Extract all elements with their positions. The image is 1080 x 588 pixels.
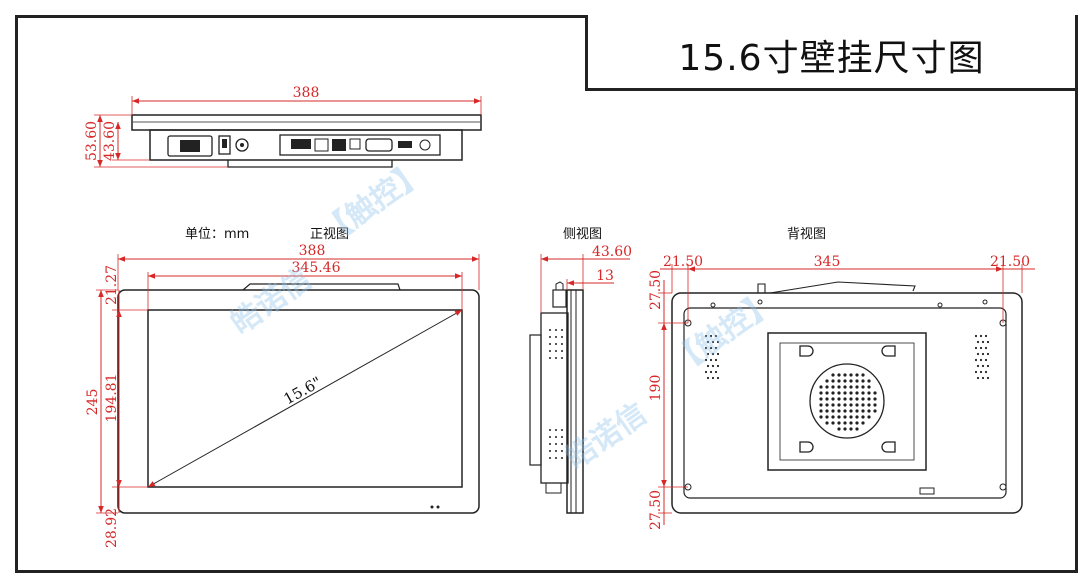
watermark-mark: 【触控】 <box>315 154 433 251</box>
side-view: 43.60 13 <box>529 244 632 514</box>
back-left-dim: 21.50 <box>663 254 703 270</box>
power-socket-icon <box>167 135 213 157</box>
top-margin-dim: 21.27 <box>104 265 120 305</box>
top-view: 388 53.60 43.60 <box>84 85 482 168</box>
io-panel <box>279 134 441 156</box>
front-height-dim: 245 <box>85 389 101 416</box>
screen-width-dim: 345.46 <box>292 260 341 276</box>
back-view: 21.50 345 21.50 27.50 190 27.50 <box>648 254 1035 530</box>
back-top-dim: 27.50 <box>648 270 664 310</box>
drawing-frame <box>15 15 1078 573</box>
speaker-grille-icon <box>809 363 885 439</box>
power-switch-icon <box>218 135 231 155</box>
page-title: 15.6寸壁挂尺寸图 <box>678 38 985 79</box>
screen-height-dim: 194.81 <box>104 374 120 423</box>
back-center-dim: 345 <box>814 254 841 270</box>
watermark-brand: 皓诺信 <box>225 261 319 341</box>
side-body-dim: 13 <box>596 268 614 284</box>
back-middle-dim: 190 <box>648 375 664 402</box>
dc-jack-icon <box>235 138 249 152</box>
back-right-dim: 21.50 <box>990 254 1030 270</box>
watermark-brand-2: 皓诺信 <box>560 396 654 476</box>
title-box: 15.6寸壁挂尺寸图 <box>585 15 1078 91</box>
top-width-dim: 388 <box>293 85 320 101</box>
front-width-dim: 388 <box>299 243 326 259</box>
side-depth-dim: 43.60 <box>592 244 632 260</box>
vga-port-icon <box>365 138 393 152</box>
top-height-total-dim: 53.60 <box>84 121 100 161</box>
bottom-margin-dim: 28.92 <box>104 508 120 548</box>
vesa-mount-plate <box>767 332 927 471</box>
side-view-label: 侧视图 <box>563 227 602 242</box>
back-bottom-dim: 27.50 <box>648 490 664 530</box>
unit-label: 单位：mm <box>185 227 249 242</box>
top-height-body-dim: 43.60 <box>102 121 118 161</box>
back-view-label: 背视图 <box>787 227 826 242</box>
diagonal-label: 15.6" <box>281 373 325 408</box>
watermark-mark-2: 【触控】 <box>665 284 783 381</box>
front-view-label: 正视图 <box>310 227 349 242</box>
back-housing <box>671 292 1023 514</box>
